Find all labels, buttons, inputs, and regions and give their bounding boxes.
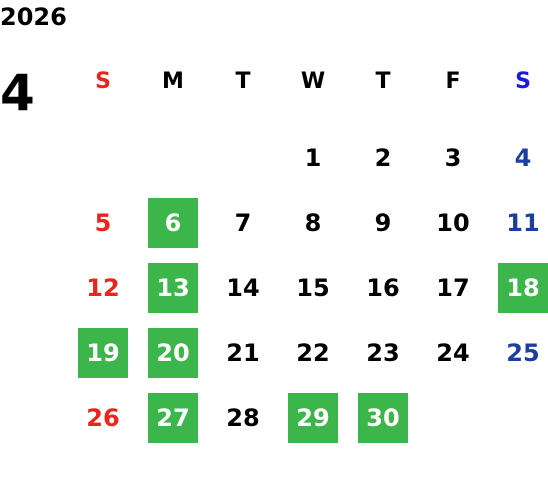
day-cell: 13 (138, 255, 208, 320)
day-number: 9 (374, 208, 392, 237)
month-number: 4 (0, 64, 35, 122)
empty-day-cell (138, 125, 208, 190)
highlighted-day-number: 30 (358, 392, 408, 443)
day-number: 12 (86, 273, 120, 302)
day-number: 17 (436, 273, 470, 302)
day-cell: 22 (278, 320, 348, 385)
weekday-header: S M T W T F S (68, 58, 548, 104)
day-number: 10 (436, 208, 470, 237)
day-cell: 12 (68, 255, 138, 320)
day-cell: 6 (138, 190, 208, 255)
weekday-friday: F (445, 68, 461, 94)
day-cell: 8 (278, 190, 348, 255)
highlighted-day-number: 19 (78, 327, 128, 378)
day-number: 1 (304, 143, 322, 172)
day-cell: 17 (418, 255, 488, 320)
weekday-wednesday: W (300, 68, 326, 94)
day-number: 23 (366, 338, 400, 367)
day-cell: 26 (68, 385, 138, 450)
day-cell: 30 (348, 385, 418, 450)
empty-day-cell (488, 385, 548, 450)
weekday-tuesday: T (235, 68, 251, 94)
day-number: 3 (444, 143, 462, 172)
day-cell: 24 (418, 320, 488, 385)
day-cell: 5 (68, 190, 138, 255)
highlighted-day-number: 20 (148, 327, 198, 378)
empty-day-cell (208, 125, 278, 190)
day-cell: 27 (138, 385, 208, 450)
day-cell: 18 (488, 255, 548, 320)
day-cell: 23 (348, 320, 418, 385)
day-cell: 4 (488, 125, 548, 190)
day-cell: 14 (208, 255, 278, 320)
day-number: 14 (226, 273, 260, 302)
highlighted-day-number: 13 (148, 262, 198, 313)
day-number: 2 (374, 143, 392, 172)
day-cell: 1 (278, 125, 348, 190)
weekday-monday: M (162, 68, 184, 94)
day-cell: 19 (68, 320, 138, 385)
day-cell: 25 (488, 320, 548, 385)
day-number: 25 (506, 338, 540, 367)
day-cell: 7 (208, 190, 278, 255)
day-cell: 2 (348, 125, 418, 190)
empty-day-cell (418, 385, 488, 450)
day-cell: 11 (488, 190, 548, 255)
day-cell: 9 (348, 190, 418, 255)
day-cell: 10 (418, 190, 488, 255)
day-number: 5 (94, 208, 112, 237)
day-number: 22 (296, 338, 330, 367)
day-cell: 21 (208, 320, 278, 385)
day-number: 11 (506, 208, 540, 237)
day-number: 8 (304, 208, 322, 237)
day-cell: 28 (208, 385, 278, 450)
empty-day-cell (68, 125, 138, 190)
day-number: 28 (226, 403, 260, 432)
weekday-thursday: T (375, 68, 391, 94)
weekday-sunday: S (95, 68, 111, 94)
highlighted-day-number: 29 (288, 392, 338, 443)
day-cell: 29 (278, 385, 348, 450)
day-cell: 20 (138, 320, 208, 385)
highlighted-day-number: 6 (148, 197, 198, 248)
day-number: 21 (226, 338, 260, 367)
day-number: 4 (514, 143, 532, 172)
weekday-saturday: S (515, 68, 531, 94)
day-number: 7 (234, 208, 252, 237)
day-cell: 3 (418, 125, 488, 190)
day-cell: 15 (278, 255, 348, 320)
day-number: 15 (296, 273, 330, 302)
day-number: 24 (436, 338, 470, 367)
year-label: 2026 (0, 3, 67, 31)
highlighted-day-number: 18 (498, 262, 548, 313)
day-number: 16 (366, 273, 400, 302)
highlighted-day-number: 27 (148, 392, 198, 443)
day-cell: 16 (348, 255, 418, 320)
day-number: 26 (86, 403, 120, 432)
